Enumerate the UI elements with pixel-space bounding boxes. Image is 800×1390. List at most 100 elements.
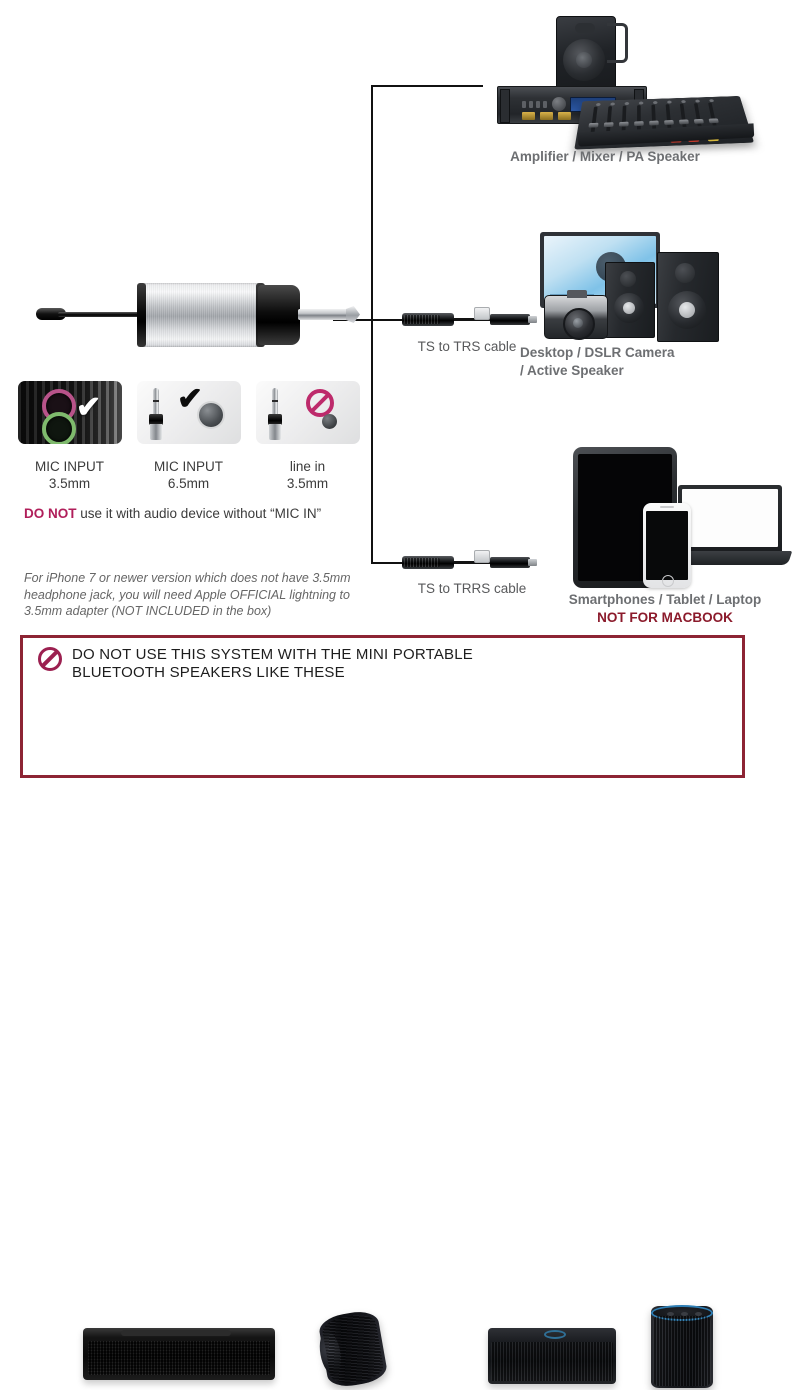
rack-volume-knob xyxy=(552,97,566,111)
rack-button-3 xyxy=(536,101,540,108)
mixer-knob xyxy=(667,100,672,104)
echo-button xyxy=(681,1312,688,1316)
bluetooth-speaker-warning-box: DO NOT USE THIS SYSTEM WITH THE MINI POR… xyxy=(20,635,745,1390)
label-not-for-macbook: NOT FOR MACBOOK xyxy=(597,610,733,625)
wireless-receiver xyxy=(20,276,360,356)
antenna xyxy=(58,312,178,317)
mixer-knob xyxy=(595,103,601,107)
laptop-screen xyxy=(682,489,778,547)
check-black-icon: ✔ xyxy=(177,381,203,416)
caption-line-in-3-5mm: line in 3.5mm xyxy=(250,458,365,492)
cable-clip xyxy=(474,550,490,563)
pa-speaker-woofer xyxy=(563,39,605,81)
label-desktop-dslr-active-speaker: Desktop / DSLR Camera / Active Speaker xyxy=(520,344,790,380)
prohibition-icon xyxy=(38,647,62,671)
rack-terminal-3 xyxy=(558,112,571,120)
check-white-icon: ✔ xyxy=(76,391,102,424)
iphone-adapter-note: For iPhone 7 or newer version which does… xyxy=(24,571,351,618)
cable-wire xyxy=(402,561,530,564)
mixer-knob xyxy=(709,99,715,103)
bookshelf-speaker-left xyxy=(605,262,655,338)
warning-line-1: DO NOT USE THIS SYSTEM WITH THE MINI POR… xyxy=(72,646,473,663)
do-not-quote: “MIC IN” xyxy=(270,506,322,521)
echo-light-ring xyxy=(651,1305,713,1321)
receiver-ring-left xyxy=(137,283,146,347)
speaker-woofer xyxy=(668,291,706,329)
rack-terminal-2 xyxy=(540,112,553,120)
connector-branch-bottom xyxy=(371,562,403,564)
male-trs-connector xyxy=(490,314,537,325)
pa-speaker-handle xyxy=(607,23,628,63)
caption-line2: 6.5mm xyxy=(167,476,210,491)
do-not-prefix: DO NOT xyxy=(24,506,77,521)
jack-panel-captions: MIC INPUT 3.5mm MIC INPUT 6.5mm line in … xyxy=(18,458,360,502)
mixer-knob xyxy=(638,101,644,105)
jbl-charge-speaker xyxy=(316,1308,389,1390)
caption-line2: 3.5mm xyxy=(286,476,329,491)
speaker-touch-ring xyxy=(544,1330,566,1339)
laptop-lid xyxy=(678,485,782,551)
camera-lens xyxy=(563,308,595,340)
mixer-knob xyxy=(610,102,615,106)
connector-branch-top xyxy=(371,85,483,87)
jack-comparison-panels: ✔ ✔ xyxy=(18,381,360,449)
caption-line2: 3.5mm xyxy=(48,476,91,491)
mixer-knob xyxy=(653,101,658,105)
speaker-woofer xyxy=(614,293,644,323)
label-ts-to-trs-cable: TS to TRS cable xyxy=(417,339,517,354)
speaker-tweeter xyxy=(675,263,695,283)
jack-socket-small-icon xyxy=(322,414,337,429)
dslr-camera xyxy=(544,290,608,340)
rack-terminal-1 xyxy=(522,112,535,120)
label-ts-to-trrs-cable: TS to TRRS cable xyxy=(417,581,527,596)
do-not-rest: use it with audio device without xyxy=(76,506,271,521)
echo-button xyxy=(695,1312,702,1316)
caption-line1: MIC INPUT xyxy=(154,459,223,474)
warning-line-2: BLUETOOTH SPEAKERS LIKE THESE xyxy=(72,664,345,681)
cable-clip xyxy=(474,307,490,320)
antenna-tip xyxy=(36,308,66,320)
speaker-tweeter xyxy=(620,271,636,287)
mixer-knob xyxy=(695,99,701,103)
label-line-1: Desktop / DSLR Camera xyxy=(520,345,675,360)
bose-soundlink-mini-speaker xyxy=(83,1328,275,1380)
echo-button xyxy=(667,1312,674,1316)
smartphone xyxy=(643,503,691,588)
connector-trunk-line xyxy=(371,85,373,563)
mini-bluetooth-speaker xyxy=(488,1328,616,1384)
jack-socket-large-icon xyxy=(199,403,223,427)
warning-text: DO NOT USE THIS SYSTEM WITH THE MINI POR… xyxy=(72,646,473,682)
panel-line-in-3-5mm xyxy=(256,381,360,444)
ts-plug-shaft xyxy=(298,309,350,320)
receiver-cap xyxy=(258,285,300,345)
female-ts-connector xyxy=(402,313,454,326)
label-amplifier-mixer-pa-speaker: Amplifier / Mixer / PA Speaker xyxy=(510,149,700,164)
camera-viewfinder xyxy=(567,290,587,298)
prohibition-icon-panel xyxy=(306,389,334,417)
warning-header: DO NOT USE THIS SYSTEM WITH THE MINI POR… xyxy=(38,646,473,682)
connector-branch-middle xyxy=(333,319,403,321)
label-smartphones-tablet-laptop: Smartphones / Tablet / Laptop xyxy=(568,592,762,607)
bookshelf-speaker-right xyxy=(657,252,719,342)
speaker-end-cap xyxy=(316,1329,345,1377)
rack-button-4 xyxy=(543,101,547,108)
ts-to-trs-cable xyxy=(402,307,537,331)
speaker-top-panel xyxy=(121,1330,231,1336)
caption-line1: MIC INPUT xyxy=(35,459,104,474)
caption-mic-input-3-5mm: MIC INPUT 3.5mm xyxy=(12,458,127,492)
ts-plug-icon-3 xyxy=(268,388,282,440)
cable-wire xyxy=(402,318,530,321)
amazon-echo-speaker xyxy=(651,1305,713,1388)
male-trrs-connector xyxy=(490,557,537,568)
smartphone-screen xyxy=(646,511,688,580)
panel-mic-input-3-5mm: ✔ xyxy=(18,381,122,444)
mixer-knob xyxy=(681,100,686,104)
label-line-2: / Active Speaker xyxy=(520,363,624,378)
caption-line1: line in xyxy=(289,459,326,474)
panel-mic-input-6-5mm: ✔ xyxy=(137,381,241,444)
rack-ear-left xyxy=(500,89,510,123)
ts-plug-icon-2 xyxy=(149,388,163,440)
mixer-knob xyxy=(624,102,630,106)
line-jack-green-icon xyxy=(42,412,76,444)
ts-plug-tip xyxy=(346,306,360,323)
